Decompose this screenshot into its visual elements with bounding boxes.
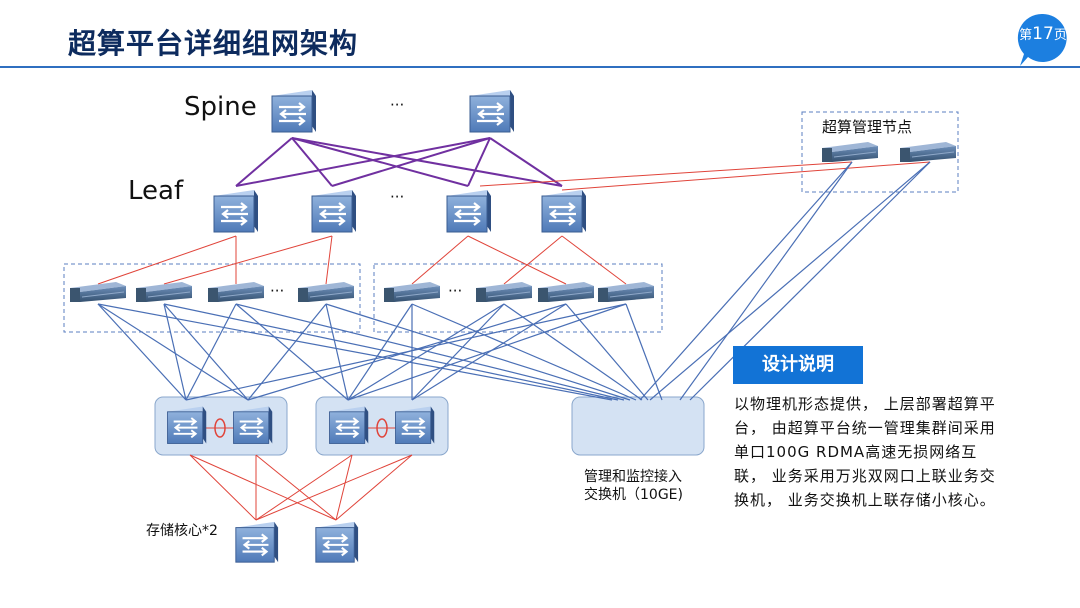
access-switch-icon: [328, 405, 370, 445]
storage-core-switch-icon: [314, 520, 360, 564]
speech-bubble-icon: [1017, 13, 1067, 66]
server-group-left: [63, 263, 361, 333]
spine-ellipsis: ···: [390, 96, 405, 114]
server-ellipsis-right: ···: [448, 282, 463, 300]
server-ellipsis-left: ···: [270, 282, 285, 300]
leaf-ellipsis: ···: [390, 188, 405, 206]
access-switch-icon: [232, 405, 274, 445]
mgmt-nodes-label: 超算管理节点: [822, 118, 913, 136]
mgmt-monitor-switch: [571, 396, 705, 456]
leaf-switch-icon: [212, 188, 260, 234]
server-icon: [69, 281, 127, 303]
spine-switch-icon: [468, 88, 516, 134]
leaf-label: Leaf: [128, 176, 184, 206]
server-group-right: [373, 263, 663, 333]
mgmt-server-icon: [899, 141, 957, 163]
mgmt-server-icon: [821, 141, 879, 163]
rdma-links: [97, 161, 931, 521]
spine-label: Spine: [184, 92, 257, 122]
access-switch-icon: [166, 405, 208, 445]
leaf-switch-icon: [540, 188, 588, 234]
server-icon: [537, 281, 595, 303]
access-switch-icon: [394, 405, 436, 445]
storage-core-label: 存储核心*2: [146, 523, 218, 539]
leaf-switch-icon: [445, 188, 493, 234]
server-icon: [383, 281, 441, 303]
server-icon: [135, 281, 193, 303]
leaf-switch-icon: [310, 188, 358, 234]
title-divider: [0, 66, 1080, 68]
service-links: [97, 161, 931, 401]
page-number-badge: 第17页: [1014, 10, 1072, 68]
server-icon: [597, 281, 655, 303]
mgmt-node-group: [801, 111, 959, 193]
page-number: 第17页: [1019, 24, 1067, 44]
server-icon: [207, 281, 265, 303]
storage-core-switch-icon: [234, 520, 280, 564]
mgmt-switch-label: 管理和监控接入交换机（10GE): [584, 469, 683, 503]
design-note-heading: 设计说明: [733, 346, 863, 384]
design-note-body: 以物理机形态提供， 上层部署超算平台， 由超算平台统一管理集群间采用单口100G…: [734, 395, 996, 509]
spine-switch-icon: [270, 88, 318, 134]
server-icon: [475, 281, 533, 303]
spine-leaf-links: [235, 137, 563, 187]
server-icon: [297, 281, 355, 303]
page-title: 超算平台详细组网架构: [68, 27, 359, 60]
